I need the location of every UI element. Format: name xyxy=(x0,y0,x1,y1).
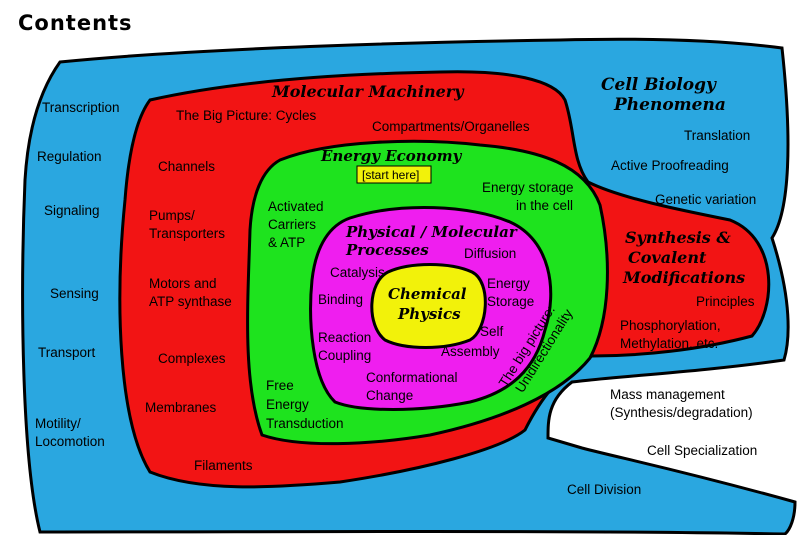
label-conformational-line1: Conformational xyxy=(366,370,458,385)
contents-header: Contents xyxy=(18,11,133,35)
label-principles: Principles xyxy=(696,294,755,309)
cell-biology-title-line2: Phenomena xyxy=(613,95,726,115)
label-motors-line2: ATP synthase xyxy=(149,294,232,309)
label-free-energy-line3: Transduction xyxy=(266,416,344,431)
label-mass-management-line2: (Synthesis/degradation) xyxy=(610,405,753,420)
label-complexes: Complexes xyxy=(158,351,226,366)
synthesis-title-line1: Synthesis & xyxy=(625,228,731,247)
molecular-machinery-title: Molecular Machinery xyxy=(271,82,465,101)
start-here-box xyxy=(356,165,432,184)
label-transport: Transport xyxy=(38,345,96,360)
label-active-proofreading: Active Proofreading xyxy=(611,158,729,173)
physical-molecular-title-line1: Physical / Molecular xyxy=(345,223,518,241)
label-phosphorylation-line2: Methylation, etc. xyxy=(620,336,718,351)
chemical-physics-title-line2: Physics xyxy=(397,305,461,323)
label-binding: Binding xyxy=(318,292,363,307)
label-pumps-line2: Transporters xyxy=(149,226,225,241)
label-free-energy-line2: Energy xyxy=(266,397,309,412)
label-membranes: Membranes xyxy=(145,400,217,415)
label-filaments: Filaments xyxy=(194,458,253,473)
label-big-picture-cycles: The Big Picture: Cycles xyxy=(176,108,317,123)
label-compartments: Compartments/Organelles xyxy=(372,119,530,134)
synthesis-title-line2: Covalent xyxy=(628,248,707,267)
label-energy-storage-line2: in the cell xyxy=(516,198,573,213)
label-motors-line1: Motors and xyxy=(149,276,217,291)
label-reaction-line1: Reaction xyxy=(318,330,371,345)
label-activated-line1: Activated xyxy=(268,199,324,214)
chemical-physics-title-line1: Chemical xyxy=(388,285,467,303)
label-conformational-line2: Change xyxy=(366,388,413,403)
region-chemical-physics xyxy=(370,263,487,349)
label-activated-line3: & ATP xyxy=(268,235,305,250)
synthesis-title-line3: Modifications xyxy=(622,268,745,287)
label-cell-division: Cell Division xyxy=(567,482,641,497)
cell-biology-title-line1: Cell Biology xyxy=(601,75,717,95)
label-regulation: Regulation xyxy=(37,149,102,164)
label-catalysis: Catalysis xyxy=(330,265,385,280)
label-translation: Translation xyxy=(684,128,750,143)
label-energy-line1: Energy xyxy=(487,276,530,291)
label-free-energy-line1: Free xyxy=(266,378,294,393)
label-energy-storage-line1: Energy storage xyxy=(482,180,574,195)
label-mass-management-line1: Mass management xyxy=(610,387,725,402)
label-pumps-line1: Pumps/ xyxy=(149,208,195,223)
label-self-line2: Assembly xyxy=(441,344,500,359)
physical-molecular-title-line2: Processes xyxy=(345,241,429,259)
label-motility-line1: Motility/ xyxy=(35,416,81,431)
label-self-line1: Self xyxy=(480,324,504,339)
label-motility-line2: Locomotion xyxy=(35,434,105,449)
label-signaling: Signaling xyxy=(44,203,100,218)
label-diffusion: Diffusion xyxy=(464,246,516,261)
energy-economy-title: Energy Economy xyxy=(320,147,463,165)
label-transcription: Transcription xyxy=(42,100,120,115)
label-genetic-variation: Genetic variation xyxy=(655,192,756,207)
label-reaction-line2: Coupling xyxy=(318,348,371,363)
label-energy-line2: Storage xyxy=(487,294,534,309)
start-here-label: [start here] xyxy=(362,168,419,182)
label-sensing: Sensing xyxy=(50,286,99,301)
label-phosphorylation-line1: Phosphorylation, xyxy=(620,318,721,333)
label-cell-specialization: Cell Specialization xyxy=(647,443,757,458)
label-channels: Channels xyxy=(158,159,215,174)
label-activated-line2: Carriers xyxy=(268,217,316,232)
